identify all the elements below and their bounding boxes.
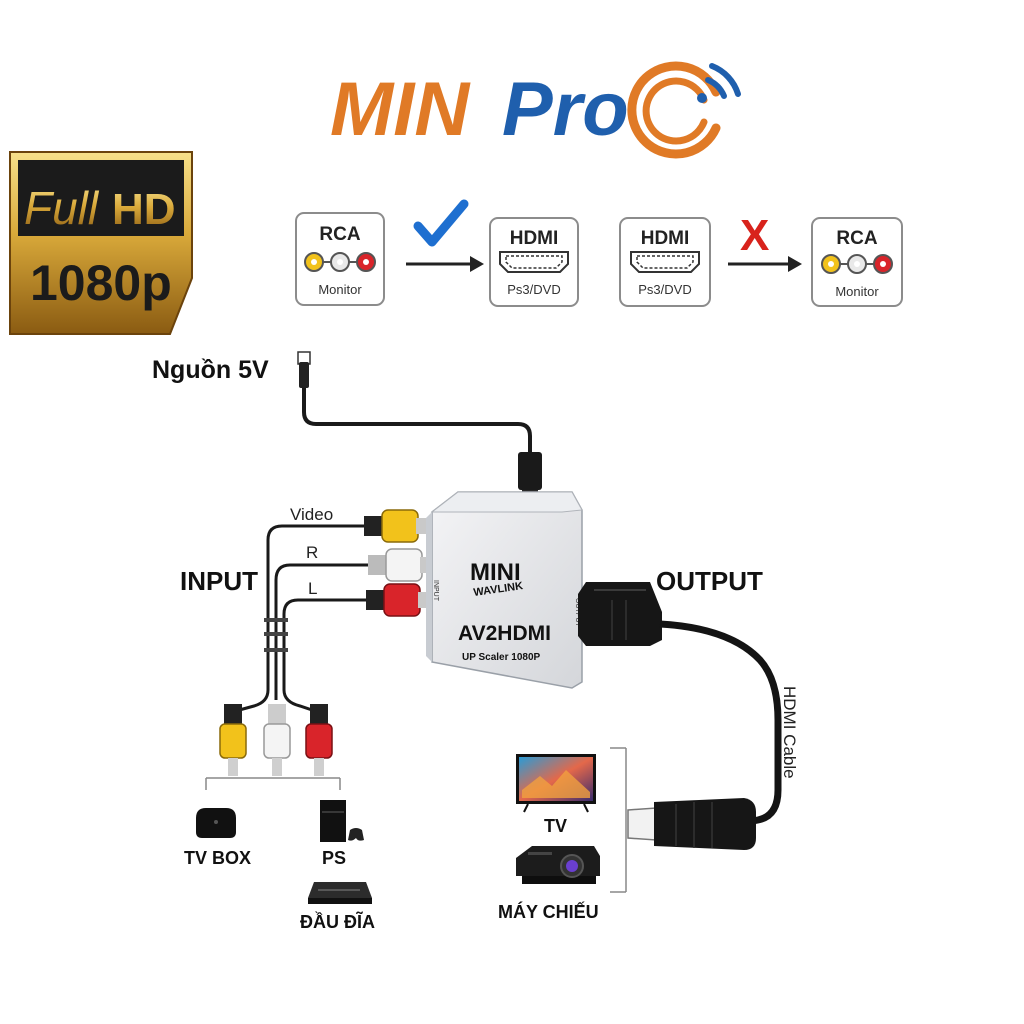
wire-l-label: L	[308, 579, 317, 598]
output-projector-label: MÁY CHIẾU	[498, 901, 599, 922]
compat-box3-sub: Ps3/DVD	[638, 282, 691, 297]
compat-box2-sub: Ps3/DVD	[507, 282, 560, 297]
rca-cable-bundle	[231, 524, 376, 714]
wifi-c-icon	[627, 61, 741, 159]
projector-icon	[516, 846, 600, 884]
wire-binding	[264, 618, 288, 652]
rca-jacks-icon	[821, 254, 893, 274]
compat-box4-title: RCA	[836, 228, 877, 249]
badge-full-text: Full	[24, 182, 100, 234]
device-brand-top: MINI	[470, 559, 521, 586]
check-icon	[413, 199, 469, 247]
device-side-output: OUTPUT	[574, 598, 581, 628]
compat-box1-sub: Monitor	[318, 282, 362, 297]
output-label: OUTPUT	[656, 566, 763, 596]
rca-plug-l	[366, 583, 430, 617]
cross-icon: X	[740, 211, 769, 260]
power-label: Nguồn 5V	[152, 356, 269, 384]
compat-box-rca-monitor-right: RCA Monitor	[811, 217, 903, 307]
compat-box2-title: HDMI	[510, 228, 559, 249]
wire-video-label: Video	[290, 505, 333, 524]
input-label: INPUT	[180, 566, 258, 596]
output-tv-label: TV	[544, 816, 567, 836]
brand-name-min: MIN	[330, 67, 471, 152]
source-bracket	[205, 777, 341, 790]
source-dau-dia-label: ĐẦU ĐĨA	[300, 911, 375, 932]
badge-1080p-text: 1080p	[30, 255, 172, 311]
av2hdmi-device: MINI WAVLINK AV2HDMI UP Scaler 1080P INP…	[426, 491, 583, 689]
compat-box-hdmi-ps3-left: HDMI Ps3/DVD	[489, 217, 579, 307]
compat-box-rca-monitor-left: RCA Monitor	[295, 212, 385, 306]
brand-name-pro: Pro	[502, 67, 629, 152]
output-bracket	[610, 747, 627, 893]
disc-player-icon	[308, 882, 372, 904]
rca-plug-r	[368, 548, 432, 582]
arrow-right-icon	[406, 256, 484, 272]
full-hd-badge: Full HD 1080p	[9, 151, 193, 335]
hdmi-port-icon	[630, 251, 700, 273]
hdmi-plug-device	[578, 582, 662, 646]
power-cable	[297, 351, 542, 514]
hdmi-plug-display	[627, 798, 756, 850]
wire-r-label: R	[306, 543, 318, 562]
compat-box-hdmi-ps3-right: HDMI Ps3/DVD	[619, 217, 711, 307]
hdmi-cable-label: HDMI Cable	[780, 686, 799, 779]
hdmi-cable	[659, 620, 782, 826]
brand-logo: MIN Pro	[330, 61, 741, 159]
device-model: AV2HDMI	[458, 622, 551, 645]
device-subtitle: UP Scaler 1080P	[462, 652, 541, 663]
rca-plug-video	[364, 509, 430, 543]
rca-plug-yellow-source	[219, 704, 247, 776]
source-ps-label: PS	[322, 848, 346, 868]
arrow-right-icon	[728, 256, 802, 272]
tv-icon	[516, 754, 596, 813]
compat-row: RCA Monitor HDMI Ps3/DV	[295, 199, 903, 307]
compat-box1-title: RCA	[319, 224, 360, 245]
device-side-input: INPUT	[432, 580, 439, 602]
tv-box-icon	[196, 808, 236, 838]
ps-console-icon	[320, 800, 364, 842]
compat-box4-sub: Monitor	[835, 284, 879, 299]
compat-box3-title: HDMI	[641, 228, 690, 249]
hdmi-port-icon	[499, 251, 569, 273]
rca-jacks-icon	[304, 252, 376, 272]
badge-hd-text: HD	[112, 185, 176, 234]
rca-plug-red-source	[305, 704, 333, 776]
rca-plug-white-source	[263, 704, 291, 776]
source-tv-box-label: TV BOX	[184, 848, 251, 868]
